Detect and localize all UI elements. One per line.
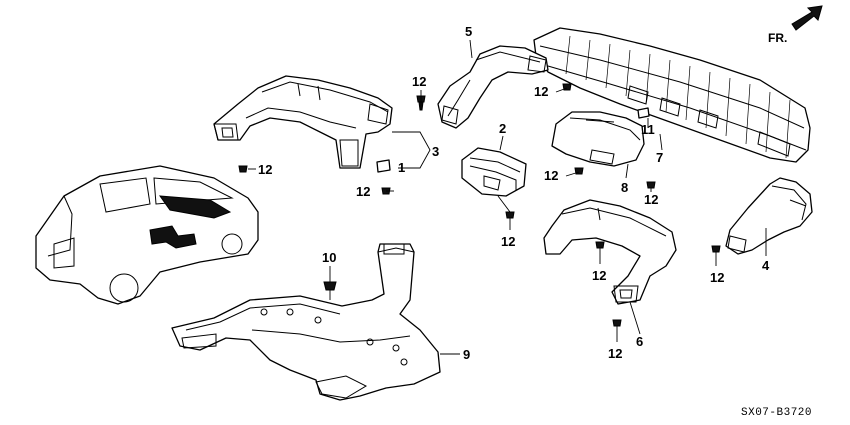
callout-6: 6 — [636, 334, 643, 349]
callout-12: 12 — [592, 268, 606, 283]
front-direction-label: FR. — [768, 31, 787, 45]
vehicle-outline — [35, 165, 259, 305]
callout-7: 7 — [656, 150, 663, 165]
drawing-code: SX07-B3720 — [741, 407, 812, 419]
part-3-duct — [213, 75, 393, 169]
front-direction-arrow-icon — [791, 5, 823, 31]
part-5-duct — [437, 45, 549, 129]
callout-4: 4 — [762, 258, 770, 273]
part-7-center-duct — [533, 27, 811, 163]
part-6-duct — [543, 199, 677, 305]
part-8-cover — [551, 111, 645, 167]
callout-12: 12 — [534, 84, 548, 99]
callout-2: 2 — [499, 121, 506, 136]
callout-11: 11 — [641, 122, 655, 137]
callout-5: 5 — [465, 24, 472, 39]
callout-9: 9 — [463, 347, 470, 362]
part-11-clip — [637, 107, 650, 119]
callout-12: 12 — [710, 270, 724, 285]
callout-12: 12 — [412, 74, 426, 89]
part-4-duct — [725, 177, 813, 255]
callout-10: 10 — [322, 250, 336, 265]
callout-12: 12 — [356, 184, 370, 199]
callout-1: 1 — [398, 160, 405, 175]
part-9-floor-duct — [171, 243, 441, 401]
callout-12: 12 — [608, 346, 622, 361]
leader-lines — [248, 39, 767, 355]
part-1-clip — [376, 159, 391, 173]
part-10-clip — [323, 281, 337, 300]
callout-8: 8 — [621, 180, 628, 195]
callout-3: 3 — [432, 144, 439, 159]
callout-12: 12 — [544, 168, 558, 183]
callout-labels: 12 12 1 3 12 5 12 2 12 12 8 11 12 7 12 4… — [258, 24, 770, 362]
callout-12: 12 — [644, 192, 658, 207]
callout-12: 12 — [258, 162, 272, 177]
part-2-duct — [461, 147, 527, 197]
callout-12: 12 — [501, 234, 515, 249]
